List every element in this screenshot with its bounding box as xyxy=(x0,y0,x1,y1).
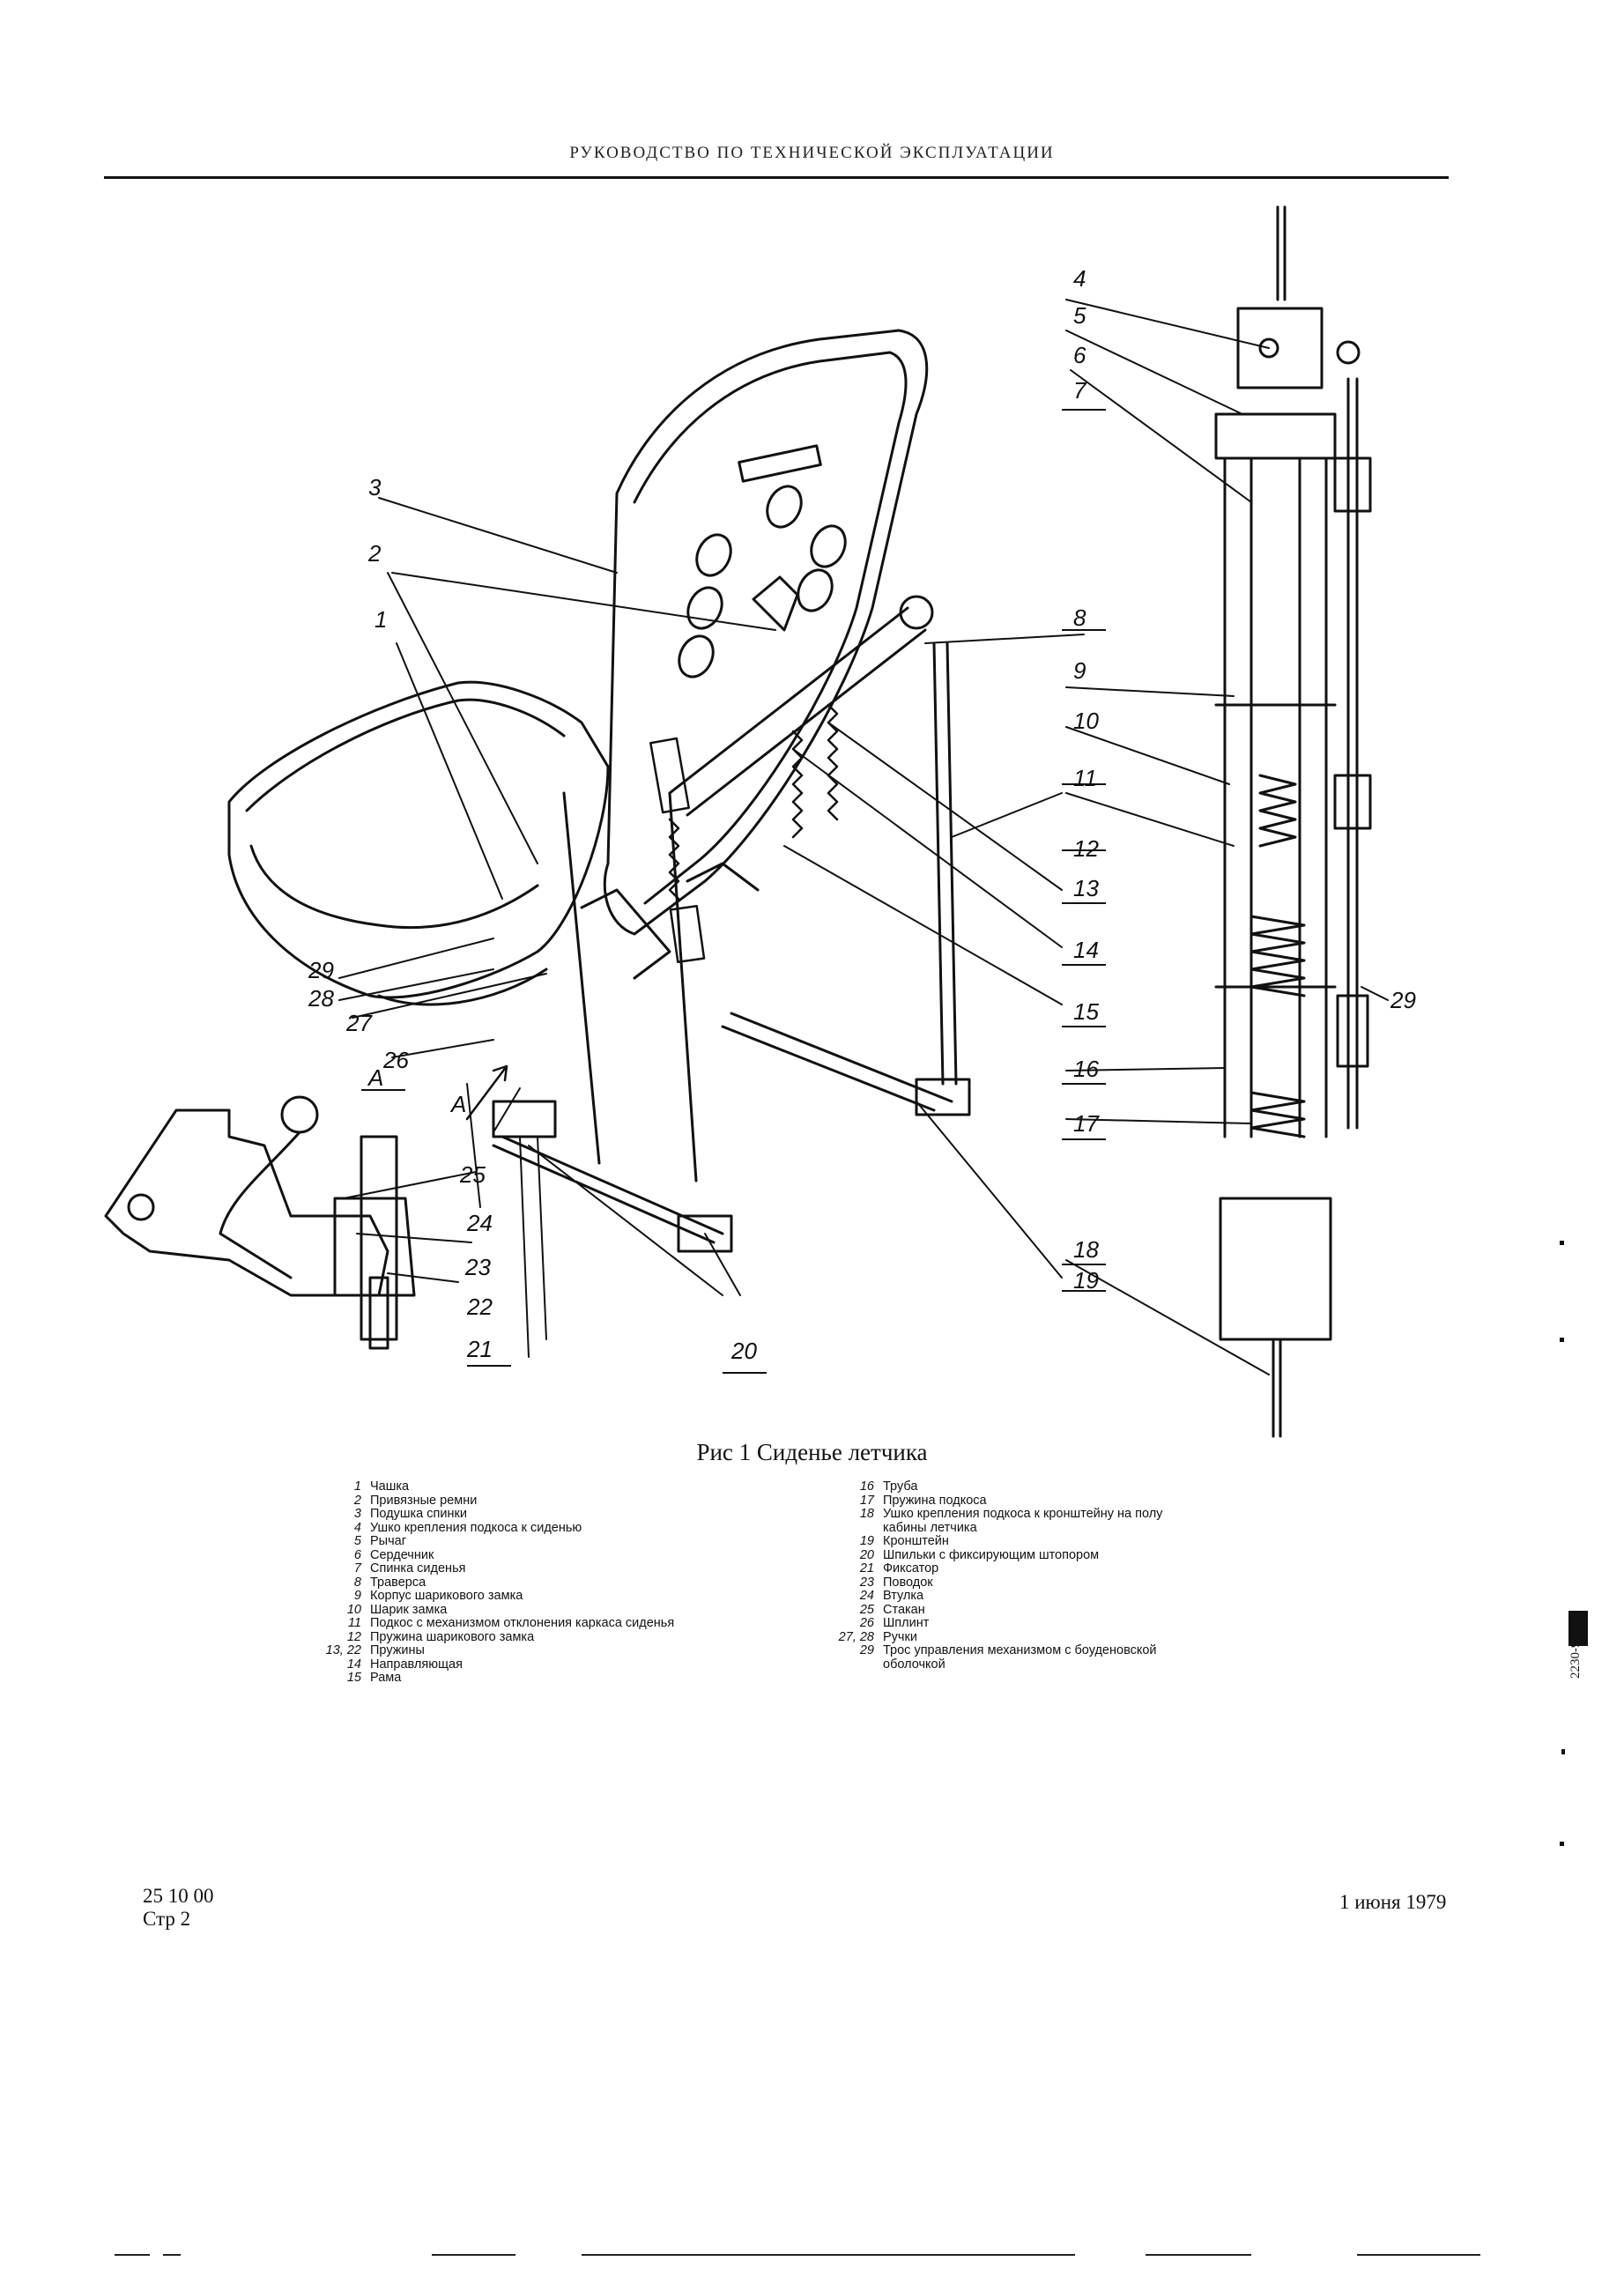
label-29-right: 29 xyxy=(1390,987,1416,1013)
footer-section-code: 25 10 00 xyxy=(143,1885,214,1907)
label-15: 15 xyxy=(1073,998,1099,1025)
view-A-arrow xyxy=(465,1064,508,1121)
bottom-rule xyxy=(1146,2254,1251,2256)
seat-pan-drawing xyxy=(227,680,610,1006)
label-26: 26 xyxy=(383,1047,409,1073)
detail-A-drawing xyxy=(104,1095,416,1350)
label-12: 12 xyxy=(1073,835,1099,862)
label-16: 16 xyxy=(1073,1056,1099,1082)
bottom-rule xyxy=(1357,2254,1480,2256)
callout-A-label: A xyxy=(368,1064,384,1091)
label-21: 21 xyxy=(467,1336,493,1362)
edge-mark-dot xyxy=(1560,1842,1564,1846)
label-18: 18 xyxy=(1073,1236,1099,1263)
section-view-drawing xyxy=(1214,205,1372,1438)
label-29-left: 29 xyxy=(308,957,334,983)
edge-mark-dot xyxy=(1560,1241,1564,1245)
label-23: 23 xyxy=(465,1254,491,1280)
label-13: 13 xyxy=(1073,875,1099,901)
figure-caption: Рис 1 Сиденье летчика xyxy=(696,1439,928,1465)
label-2: 2 xyxy=(368,540,382,567)
label-4: 4 xyxy=(1073,265,1086,292)
leader-lines xyxy=(338,299,1389,1375)
edge-mark-dot xyxy=(1561,1749,1565,1754)
running-header: РУКОВОДСТВО ПО ТЕХНИЧЕСКОЙ ЭКСПЛУАТАЦИИ xyxy=(569,144,1055,162)
label-7: 7 xyxy=(1073,377,1086,404)
header-rule xyxy=(104,176,1449,179)
label-6: 6 xyxy=(1073,342,1086,368)
label-8: 8 xyxy=(1073,604,1086,631)
bottom-rule xyxy=(115,2254,150,2256)
label-25: 25 xyxy=(460,1161,486,1188)
bottom-rule xyxy=(582,2254,1075,2256)
label-20: 20 xyxy=(731,1338,757,1364)
bottom-rule xyxy=(432,2254,515,2256)
seat-back-drawing xyxy=(603,329,929,936)
seat-illustration xyxy=(104,205,1389,1438)
footer-document-code: 25 10 00 Стр 2 xyxy=(143,1885,214,1931)
label-3: 3 xyxy=(368,474,382,500)
legend-row: оболочкой xyxy=(883,1657,945,1672)
label-9: 9 xyxy=(1073,657,1086,684)
label-11: 11 xyxy=(1073,765,1097,791)
view-A-label: A xyxy=(451,1091,467,1117)
label-17: 17 xyxy=(1073,1110,1099,1137)
footer-date: 1 июня 1979 xyxy=(1339,1891,1447,1913)
label-22: 22 xyxy=(467,1294,493,1320)
label-19: 19 xyxy=(1073,1267,1099,1294)
edge-mark-square xyxy=(1568,1611,1588,1646)
footer-page-number: Стр 2 xyxy=(143,1908,191,1930)
seat-frame-drawing xyxy=(492,595,971,1253)
side-archive-code: 2230-9 xyxy=(1568,1641,1583,1679)
label-1: 1 xyxy=(374,606,388,633)
label-28: 28 xyxy=(308,985,334,1012)
edge-mark-dot xyxy=(1560,1338,1564,1342)
label-14: 14 xyxy=(1073,937,1099,963)
bottom-rule xyxy=(163,2254,181,2256)
label-27: 27 xyxy=(346,1010,372,1036)
label-24: 24 xyxy=(467,1210,493,1236)
legend-row: кабины летчика xyxy=(883,1520,977,1535)
label-5: 5 xyxy=(1073,302,1086,329)
label-10: 10 xyxy=(1073,708,1099,734)
